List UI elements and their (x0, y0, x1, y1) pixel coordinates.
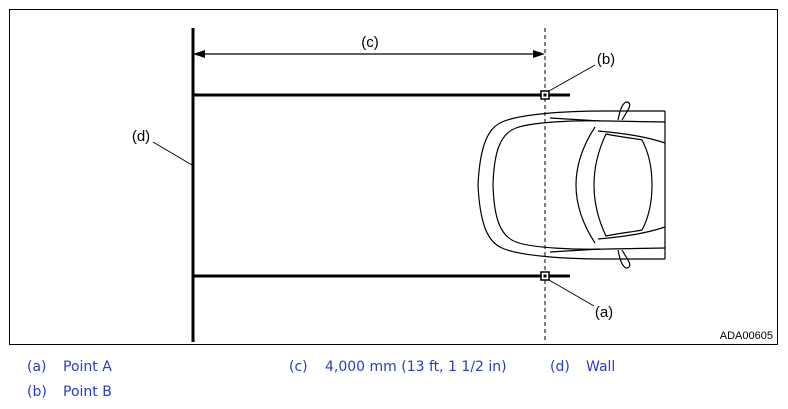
car-illustration (477, 101, 666, 269)
legend-item-a: (a) Point A (27, 359, 112, 375)
point-a-marker (540, 271, 550, 281)
legend-label: Point A (63, 359, 112, 375)
legend-key: (b) (27, 384, 47, 400)
legend-label: 4,000 mm (13 ft, 1 1/2 in) (325, 359, 507, 375)
callout-d: (d) (132, 128, 150, 145)
legend-key: (d) (550, 359, 570, 375)
leader-a (548, 279, 595, 307)
legend-key: (a) (27, 359, 47, 375)
legend-label: Wall (586, 359, 616, 375)
legend-key: (c) (289, 359, 308, 375)
diagram-frame: (c) (b) (d) (a) ADA00605 (9, 9, 778, 345)
legend-label: Point B (63, 384, 112, 400)
leader-d (152, 141, 193, 166)
callout-c: (c) (361, 34, 379, 51)
figure-id: ADA00605 (719, 330, 773, 342)
legend-item-c: (c) 4,000 mm (13 ft, 1 1/2 in) (289, 359, 507, 375)
dimension-arrow (193, 50, 545, 58)
diagram-svg: (c) (b) (d) (a) (132, 28, 666, 342)
callout-b: (b) (597, 51, 615, 68)
legend-item-b: (b) Point B (27, 384, 112, 400)
callout-a: (a) (595, 304, 613, 321)
legend-item-d: (d) Wall (550, 359, 615, 375)
leader-b (548, 64, 596, 92)
point-b-marker (540, 90, 550, 100)
